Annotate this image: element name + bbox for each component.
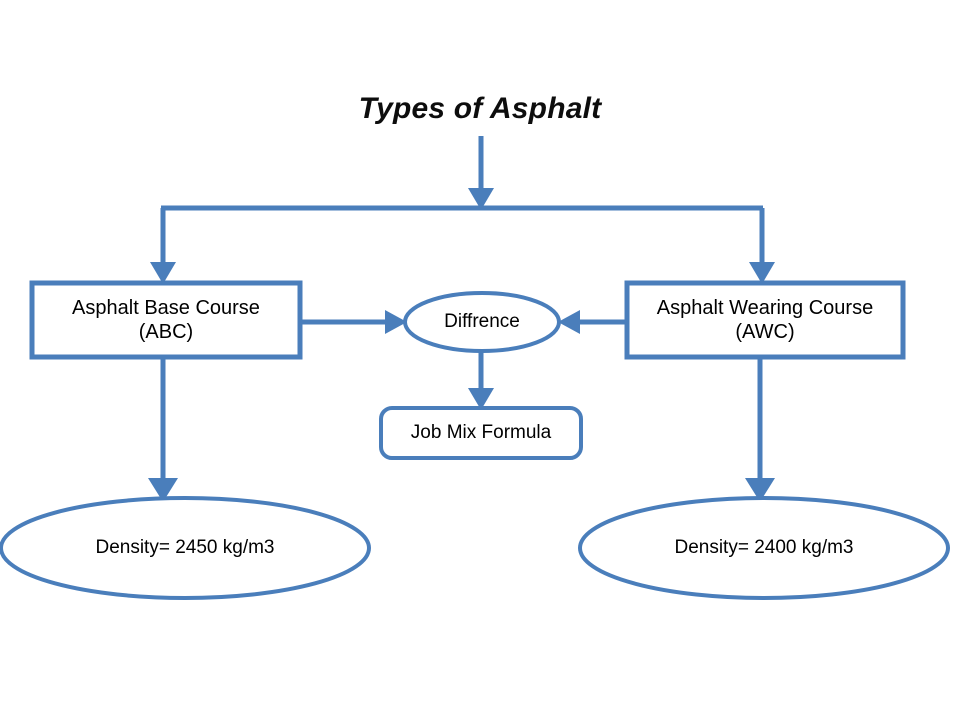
- node-shape-density-right[interactable]: [578, 496, 950, 600]
- node-shape-job-mix-formula[interactable]: [379, 406, 583, 460]
- arrowhead-difference-to-jmf: [468, 388, 494, 410]
- node-shape-abc[interactable]: [29, 280, 303, 360]
- node-shape-difference[interactable]: [403, 291, 561, 353]
- node-shape-awc[interactable]: [624, 280, 906, 360]
- diagram-title: Types of Asphalt: [358, 92, 602, 125]
- arrowhead-title-to-split: [468, 188, 494, 210]
- arrowhead-awc-to-density-right: [745, 478, 775, 502]
- arrowhead-split-to-awc: [749, 262, 775, 284]
- arrowhead-abc-to-difference: [385, 310, 407, 334]
- arrowhead-awc-to-difference: [558, 310, 580, 334]
- arrowhead-abc-to-density-left: [148, 478, 178, 502]
- arrowhead-split-to-abc: [150, 262, 176, 284]
- node-shape-density-left[interactable]: [0, 496, 371, 600]
